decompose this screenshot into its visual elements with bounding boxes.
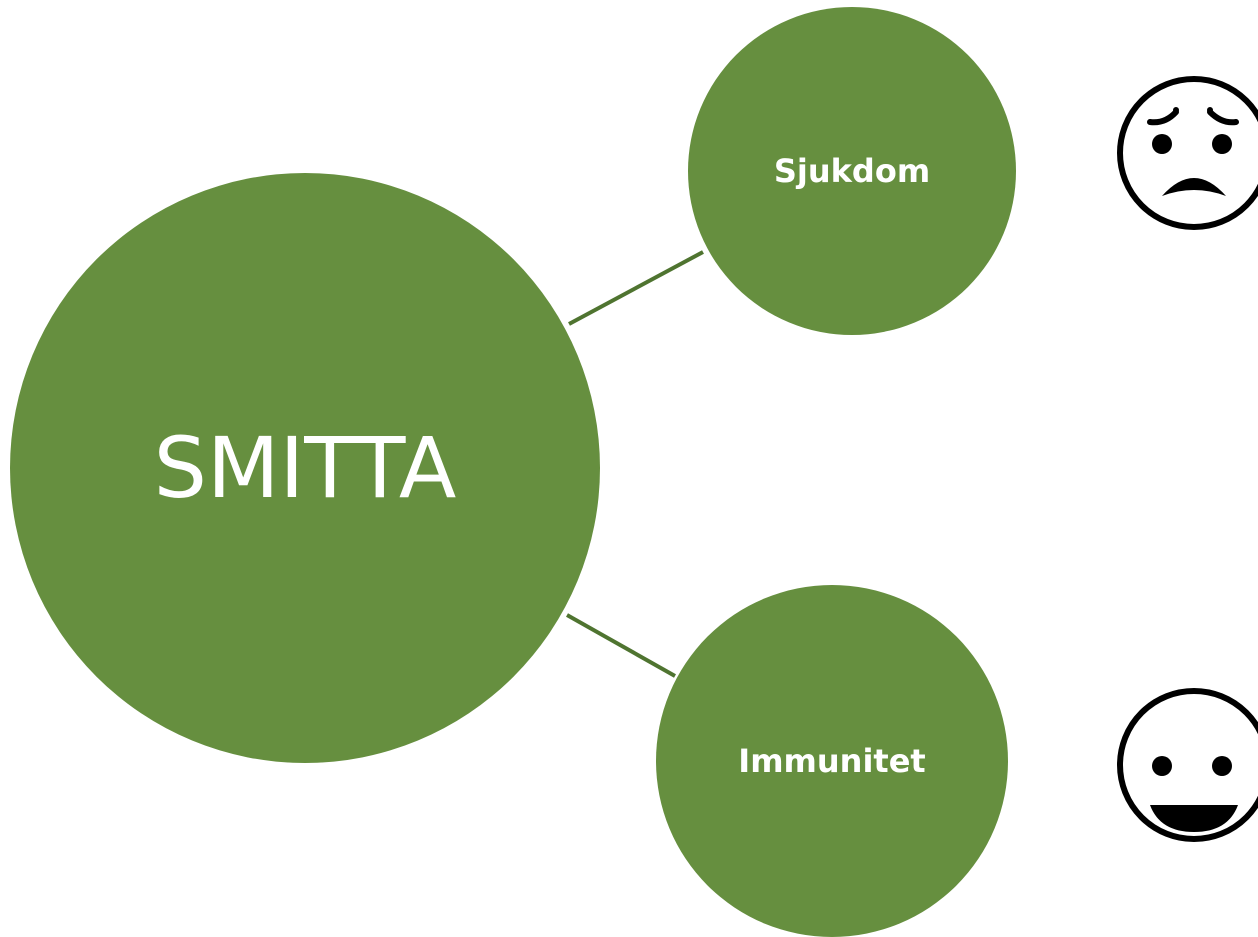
sad-face-icon [1117,76,1258,230]
connector-sjukdom [568,250,704,326]
sjukdom-node-circle [688,7,1016,335]
connector-immunitet [566,613,676,678]
main-node-circle [10,173,600,763]
happy-face-icon [1117,688,1258,842]
main-node-label: SMITTA [153,419,457,517]
immunitet-node-circle [656,585,1008,937]
sjukdom-node-label: Sjukdom [773,152,931,190]
immunitet-node-label: Immunitet [738,742,926,780]
